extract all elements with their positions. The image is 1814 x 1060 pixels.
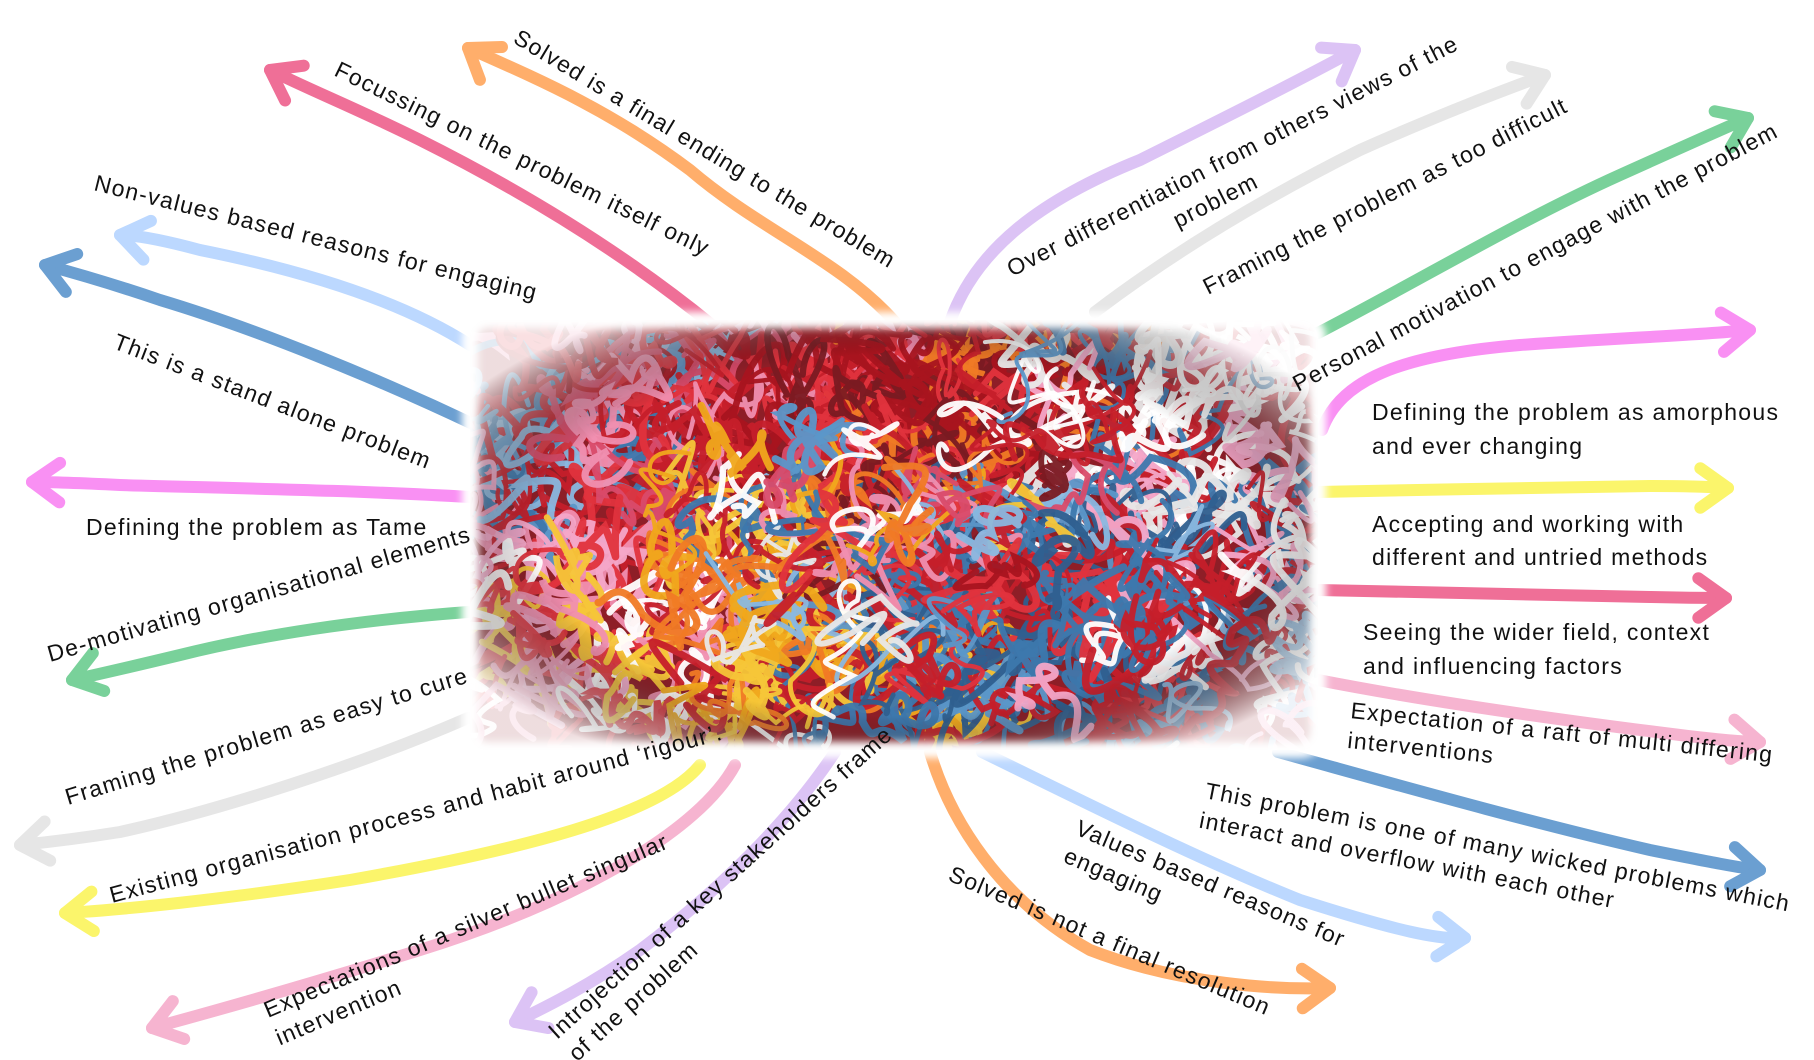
label-demotivating-elements: De-motivating organisational elements (44, 521, 473, 667)
label-line: and influencing factors (1363, 653, 1623, 679)
label-line: Defining the problem as Tame (86, 514, 428, 540)
arrow-shaft (1318, 590, 1726, 598)
label-line: Defining the problem as amorphous (1372, 399, 1779, 425)
arrow-wider-field (1318, 578, 1726, 618)
label-defining-tame: Defining the problem as Tame (86, 514, 428, 540)
label-line: Accepting and working with (1372, 511, 1685, 537)
label-amorphous: Defining the problem as amorphous and eve… (1372, 399, 1779, 459)
tangled-yarn-image (354, 161, 1493, 832)
arrow-shaft (1318, 118, 1748, 333)
label-focussing-problem-itself: Focussing on the problem itself only (331, 56, 714, 261)
label-line: different and untried methods (1372, 544, 1708, 570)
arrow-existing-process (65, 765, 700, 931)
label-personal-motivation: Personal motivation to engage with the p… (1288, 117, 1782, 396)
label-line: Focussing on the problem itself only (331, 56, 714, 261)
arrow-shaft (1318, 486, 1728, 492)
arrow-shaft (32, 482, 470, 497)
label-line: Personal motivation to engage with the p… (1288, 117, 1782, 396)
arrow-untried-methods (1318, 468, 1728, 508)
label-wider-field: Seeing the wider field, context and influ… (1363, 619, 1710, 679)
label-raft-of-interventions: Expectation of a raft of multi differing… (1346, 697, 1774, 797)
label-stand-alone-problem: This is a stand alone problem (110, 328, 435, 473)
label-line: Over differentiation from others views o… (1002, 30, 1462, 282)
arrow-defining-tame (32, 463, 470, 503)
label-line: This is a stand alone problem (110, 328, 435, 473)
label-line: De-motivating organisational elements (44, 521, 473, 667)
label-line: and ever changing (1372, 433, 1583, 459)
label-line: Seeing the wider field, context (1363, 619, 1710, 645)
label-untried-methods: Accepting and working with different and … (1372, 511, 1708, 570)
